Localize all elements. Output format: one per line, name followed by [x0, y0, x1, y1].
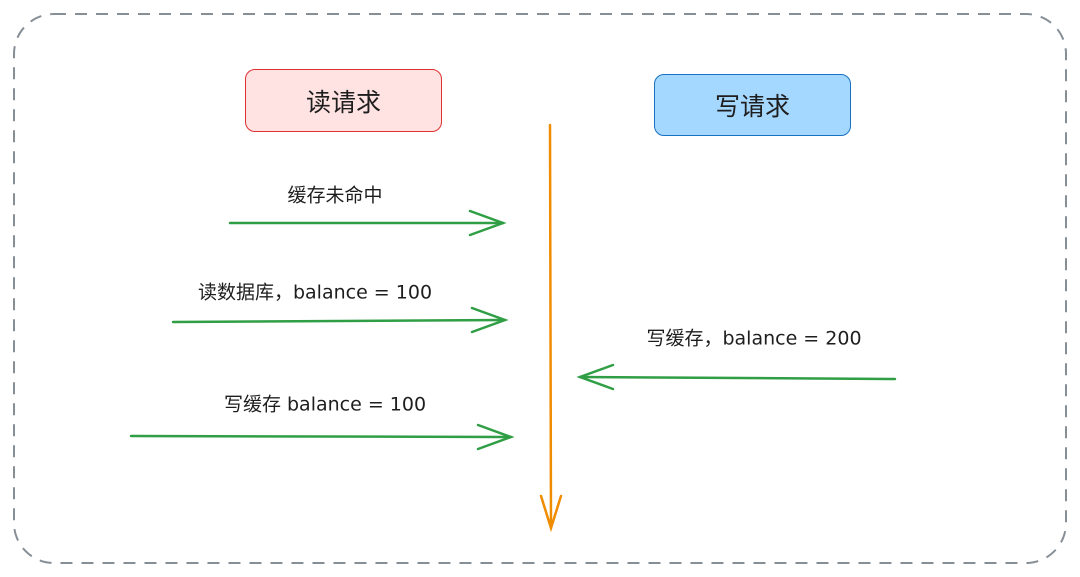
step-label-read-db: 读数据库，balance = 100 [197, 281, 433, 304]
step-label-write-cache-100: 写缓存 balance = 100 [223, 393, 427, 416]
dashed-frame [13, 13, 1067, 564]
arrow-cache-miss [228, 209, 507, 237]
arrow-write-cache-200 [576, 363, 897, 391]
arrow-read-db [171, 306, 509, 334]
write-request-box: 写请求 [654, 74, 851, 136]
step-label-cache-miss: 缓存未命中 [287, 184, 383, 207]
step-label-write-cache-200: 写缓存，balance = 200 [646, 327, 862, 350]
timeline-arrow [539, 123, 563, 533]
read-request-box: 读请求 [245, 69, 442, 132]
arrow-write-cache-100 [129, 423, 515, 451]
